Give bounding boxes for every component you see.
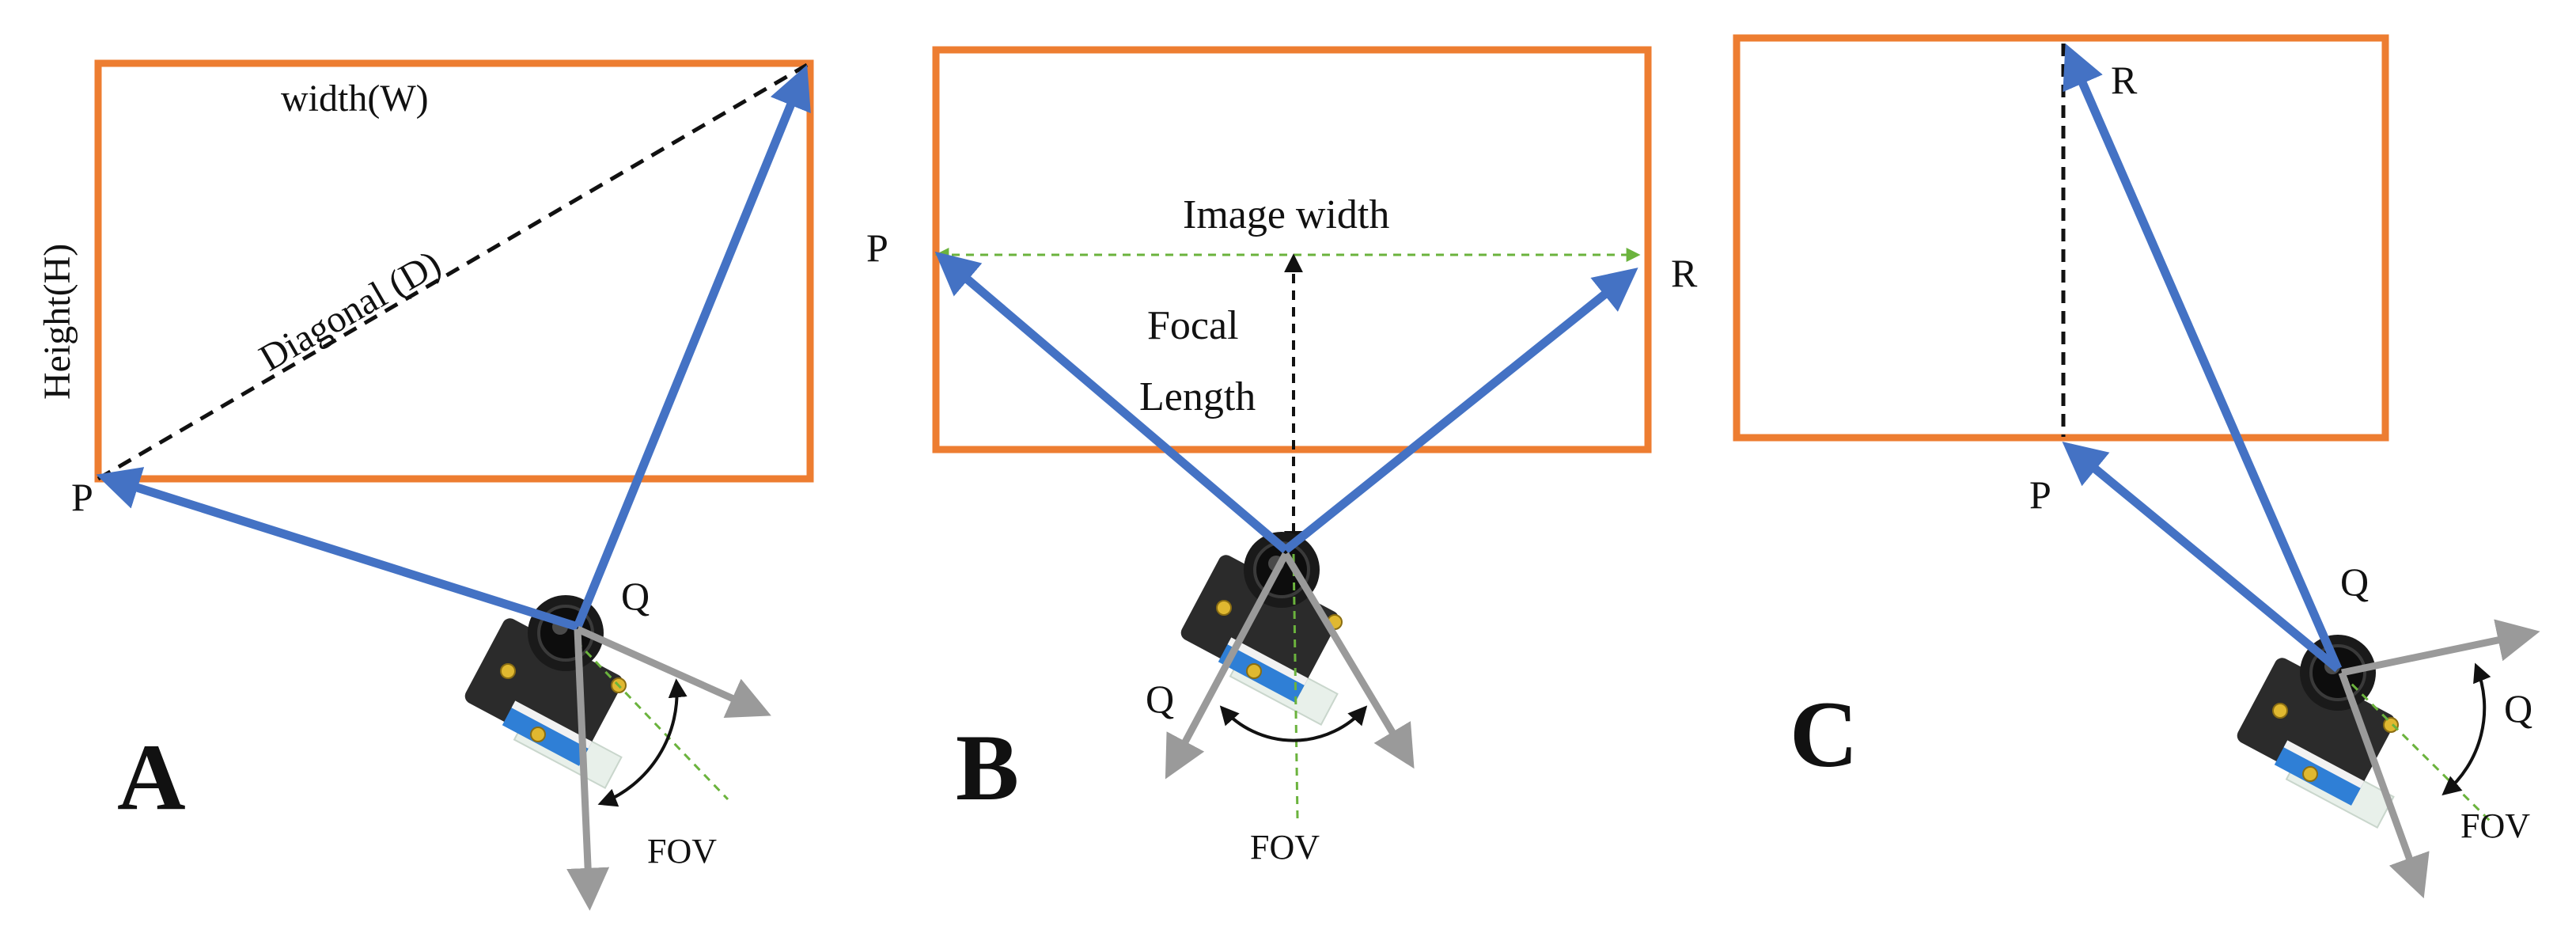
fov-arc-a <box>597 678 688 807</box>
axis-right-b <box>1282 552 1415 769</box>
vector-qp-c <box>2062 442 2341 673</box>
fov-arc-b <box>1219 705 1368 742</box>
point-q-a: Q <box>621 574 650 618</box>
point-r-c: R <box>2111 58 2138 102</box>
axis-down-a <box>566 628 610 911</box>
point-q-top-c: Q <box>2340 560 2369 604</box>
image-frame-a <box>94 59 814 483</box>
vector-qp-a <box>96 467 579 632</box>
height-label-a: Height(H) <box>36 244 78 400</box>
point-p-b: P <box>866 226 888 270</box>
point-q-right-c: Q <box>2504 686 2532 730</box>
fov-label-c: FOV <box>2460 806 2530 845</box>
fov-label-a: FOV <box>647 832 717 871</box>
axis-right-c <box>2341 619 2540 677</box>
panel-a: width(W) Height(H) Diagonal (D) P Q FOV … <box>36 59 814 911</box>
diagonal-line-a <box>97 63 809 481</box>
panel-letter-a: A <box>117 724 186 829</box>
vector-q-corner-a <box>573 64 811 629</box>
panel-letter-b: B <box>956 715 1019 820</box>
focal-label-b: Focal <box>1147 303 1239 348</box>
optical-axis-b <box>1292 553 1299 820</box>
point-q-b: Q <box>1146 677 1174 721</box>
point-r-b: R <box>1671 251 1698 295</box>
camera-module-a <box>460 594 627 790</box>
diagonal-label-a: Diagonal (D) <box>252 242 448 379</box>
image-frame-c <box>1733 34 2389 442</box>
panel-letter-c: C <box>1790 681 1858 787</box>
camera-module-b <box>1176 530 1343 727</box>
length-label-b: Length <box>1139 374 1256 419</box>
fov-arc-c <box>2442 662 2491 796</box>
image-width-label-b: Image width <box>1183 192 1389 237</box>
image-frame-b <box>932 46 1652 453</box>
point-p-a: P <box>71 475 93 519</box>
panel-b: Image width Focal Length P R Q FOV B <box>866 46 1698 867</box>
axis-left-b <box>1165 552 1289 780</box>
fov-label-b: FOV <box>1250 828 1320 867</box>
axis-right-a <box>576 625 771 719</box>
width-label-a: width(W) <box>281 78 429 120</box>
panel-c: R P Q Q FOV C <box>1733 34 2540 899</box>
point-p-c: P <box>2029 472 2051 517</box>
vector-qr-c <box>2063 43 2343 671</box>
optical-axis-c <box>2340 673 2494 825</box>
axis-down-c <box>2338 671 2430 899</box>
vector-qr-b <box>1282 268 1638 554</box>
vector-qp-b <box>934 251 1289 554</box>
